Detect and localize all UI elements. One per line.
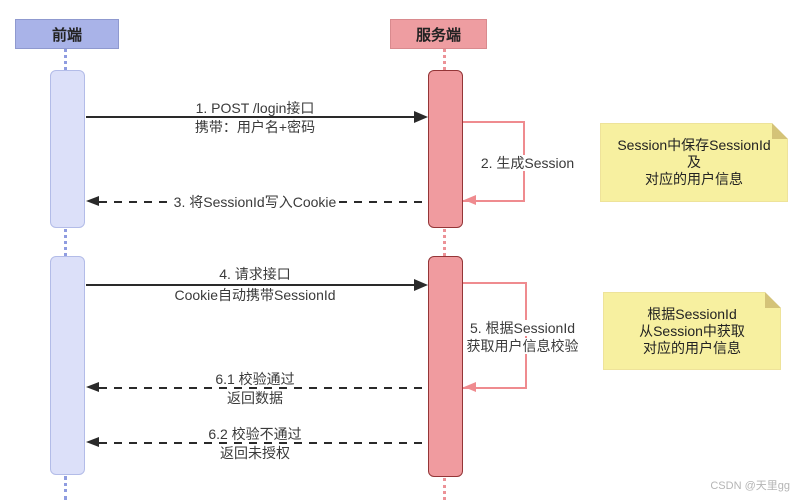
server-lifeline-segment [443, 49, 446, 70]
frontend-lifeline-segment [64, 229, 67, 256]
arrow-left-icon [86, 437, 99, 447]
message-3-label: 3. 将SessionId写入Cookie [90, 194, 420, 210]
actor-label-server: 服务端 [415, 26, 461, 44]
actor-header-frontend: 前端 [15, 19, 119, 49]
arrow-left-icon [86, 382, 99, 392]
message-6-2-label-line1: 6.2 校验不通过 [90, 426, 420, 442]
arrow-right-icon [414, 110, 428, 123]
message-4-line [86, 283, 414, 286]
message-1-label-line1: 1. POST /login接口 [90, 100, 420, 116]
message-6-1-line [99, 386, 428, 389]
note-line: 对应的用户信息 [643, 339, 741, 356]
note-line: 对应的用户信息 [645, 171, 743, 187]
note-fold-corner-icon [765, 292, 781, 308]
message-6-1-label-line1: 6.1 校验通过 [90, 371, 420, 387]
frontend-lifeline-segment [64, 476, 67, 500]
note-line: 及 [687, 154, 701, 170]
server-activation-bar-1 [428, 70, 463, 228]
watermark: CSDN @天里gg [710, 480, 790, 492]
arrow-left-icon [86, 196, 99, 206]
note-session-lookup: 根据SessionId 从Session中获取 对应的用户信息 [603, 292, 781, 370]
server-lifeline-segment [443, 229, 446, 256]
message-6-2-line [99, 441, 428, 444]
message-4-label-line1: 4. 请求接口 [90, 266, 420, 282]
message-4-label-line2: Cookie自动携带SessionId [90, 287, 420, 303]
note-line: Session中保存SessionId [617, 137, 771, 153]
actor-label-frontend: 前端 [51, 26, 82, 44]
arrow-left-pink-icon [464, 381, 476, 392]
arrow-right-icon [414, 278, 428, 291]
message-6-2-label-line2: 返回未授权 [90, 445, 420, 461]
frontend-activation-bar-2 [50, 256, 85, 475]
actor-header-server: 服务端 [390, 19, 487, 49]
message-5-label-line2: 获取用户信息校验 [440, 338, 605, 354]
arrow-left-pink-icon [464, 194, 476, 205]
server-activation-bar-2 [428, 256, 463, 477]
server-lifeline-segment [443, 478, 446, 500]
message-1-label-line2: 携带：用户名+密码 [90, 119, 420, 135]
message-2-label: 2. 生成Session [450, 155, 605, 171]
frontend-lifeline-segment [64, 49, 67, 70]
message-5-label-line1: 5. 根据SessionId [440, 320, 605, 336]
note-line: 从Session中获取 [639, 322, 745, 339]
message-6-1-label-line2: 返回数据 [90, 390, 420, 406]
note-fold-corner-icon [772, 123, 788, 139]
note-line: 根据SessionId [647, 305, 737, 322]
message-1-line [86, 115, 414, 118]
frontend-activation-bar-1 [50, 70, 85, 228]
note-session-store: Session中保存SessionId 及 对应的用户信息 [600, 123, 788, 202]
